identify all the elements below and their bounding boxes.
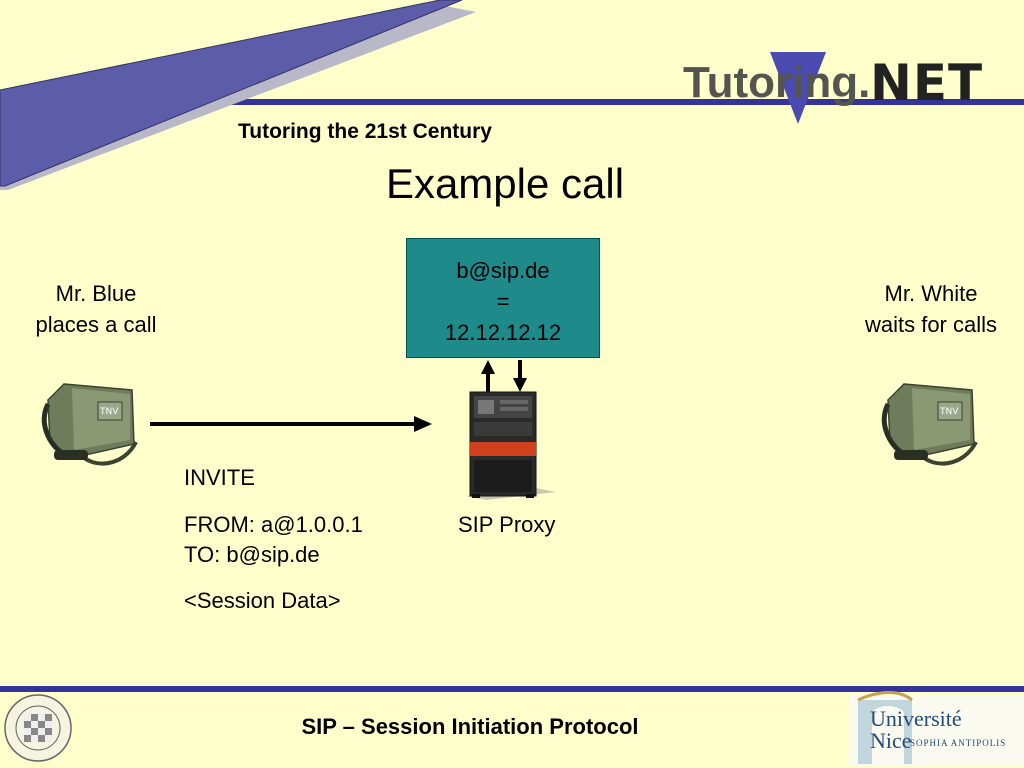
message-from: FROM: a@1.0.0.1 — [184, 512, 363, 537]
callee-label-line2: waits for calls — [864, 312, 998, 337]
proxy-label: SIP Proxy — [458, 512, 556, 537]
footer-title: SIP – Session Initiation Protocol — [301, 714, 639, 739]
slide-title: Example call — [385, 160, 625, 207]
registry-box: b@sip.de = 12.12.12.12 — [406, 238, 600, 358]
tutoring-logo-net: NET — [870, 54, 984, 112]
caller-label-line2: places a call — [35, 312, 157, 337]
callee-label: Mr. White waits for calls — [848, 278, 1014, 340]
university-name-line1: Université — [870, 706, 962, 731]
banner-shadow — [0, 6, 476, 190]
message-session-data: <Session Data> — [184, 588, 341, 613]
registry-ip: 12.12.12.12 — [444, 320, 562, 345]
diagonal-banner — [0, 0, 463, 187]
header-subtitle: Tutoring the 21st Century — [238, 120, 492, 143]
caller-phone-icon: TNV — [41, 383, 138, 466]
university-subtitle: SOPHIA ANTIPOLIS — [910, 738, 1007, 748]
svg-text:TNV: TNV — [939, 407, 959, 417]
caller-label-line1: Mr. Blue — [55, 281, 137, 306]
footer-bar — [0, 686, 1024, 692]
tutoring-logo-text: Tutoring. — [683, 58, 871, 107]
callee-label-line1: Mr. White — [884, 281, 978, 306]
sip-proxy-server-icon — [466, 391, 556, 500]
universite-nice-logo-icon — [850, 691, 1024, 766]
registry-equals: = — [496, 289, 510, 314]
svg-text:TNV: TNV — [99, 407, 119, 417]
message-method: INVITE — [184, 465, 255, 490]
header-bar — [0, 99, 1024, 105]
callee-phone-icon: TNV — [881, 383, 978, 466]
caller-label: Mr. Blue places a call — [16, 278, 176, 340]
invite-arrow — [150, 416, 432, 432]
lookup-arrow-up — [481, 360, 495, 392]
registry-address: b@sip.de — [456, 258, 550, 283]
lookup-arrow-down — [513, 360, 527, 392]
logo-triangle-icon — [770, 52, 826, 124]
university-name-line2: Nice — [870, 728, 912, 753]
message-to: TO: b@sip.de — [184, 542, 320, 567]
university-seal-icon — [4, 694, 72, 762]
